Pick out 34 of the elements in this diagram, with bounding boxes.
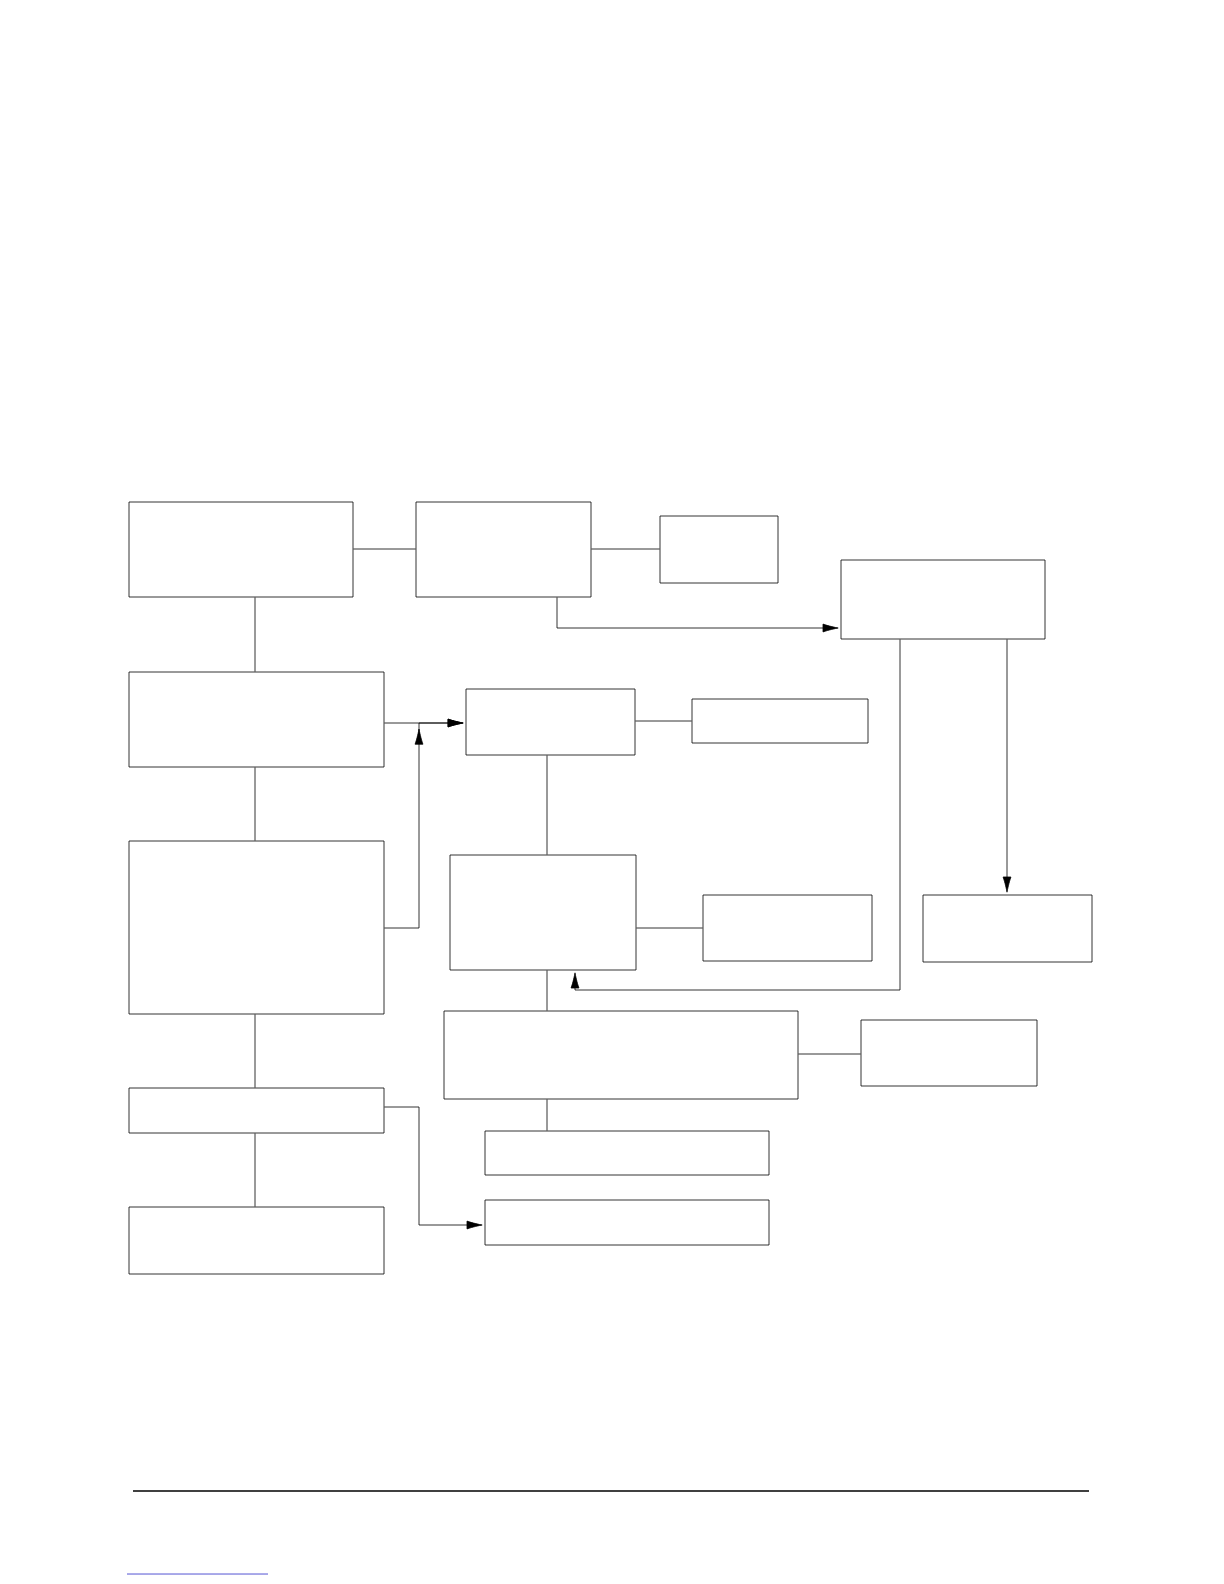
connector-line — [254, 1133, 256, 1207]
connector-line — [636, 927, 703, 929]
arrow — [570, 639, 901, 991]
connector-line — [254, 597, 256, 672]
process-box — [449, 854, 637, 971]
process-box — [128, 1087, 385, 1134]
process-box — [443, 1010, 799, 1100]
connector-line — [546, 970, 548, 1011]
process-box — [484, 1199, 770, 1246]
process-box — [484, 1130, 770, 1176]
process-box — [128, 1206, 385, 1275]
process-box — [128, 501, 354, 598]
process-box — [840, 559, 1046, 640]
process-box — [465, 688, 636, 756]
arrow — [1002, 639, 1012, 893]
connector-line — [546, 755, 548, 855]
connector-line — [254, 767, 256, 841]
arrow — [384, 718, 464, 929]
process-box — [702, 894, 873, 962]
connector-line — [254, 1014, 256, 1088]
connector-line — [798, 1053, 861, 1055]
process-box — [415, 501, 592, 598]
arrow — [384, 1106, 483, 1230]
connector-line — [591, 548, 660, 550]
process-box — [922, 894, 1093, 963]
connector-line — [635, 720, 692, 722]
connector-line — [546, 1099, 548, 1131]
arrow — [556, 597, 839, 633]
process-box — [691, 698, 869, 744]
process-box — [128, 840, 385, 1015]
process-box — [659, 515, 779, 584]
connector-line — [353, 548, 416, 550]
process-box — [860, 1019, 1038, 1087]
process-box — [128, 671, 385, 768]
